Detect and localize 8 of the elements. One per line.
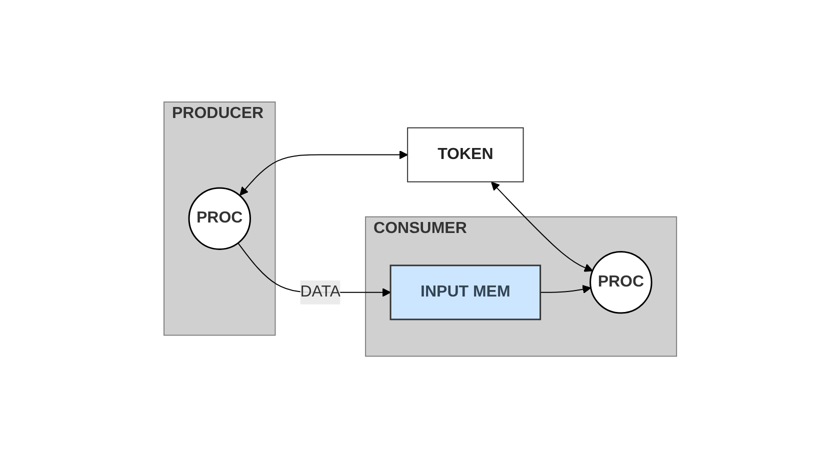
- node-circle: PROC: [188, 188, 251, 250]
- arrow: [239, 150, 408, 196]
- edge-label: DATA: [300, 284, 340, 301]
- arrow: [540, 285, 591, 294]
- arrow: [490, 182, 593, 272]
- node-box: INPUT MEM: [390, 265, 541, 321]
- node-box: TOKEN: [406, 128, 524, 183]
- node-circle: PROC: [589, 251, 652, 314]
